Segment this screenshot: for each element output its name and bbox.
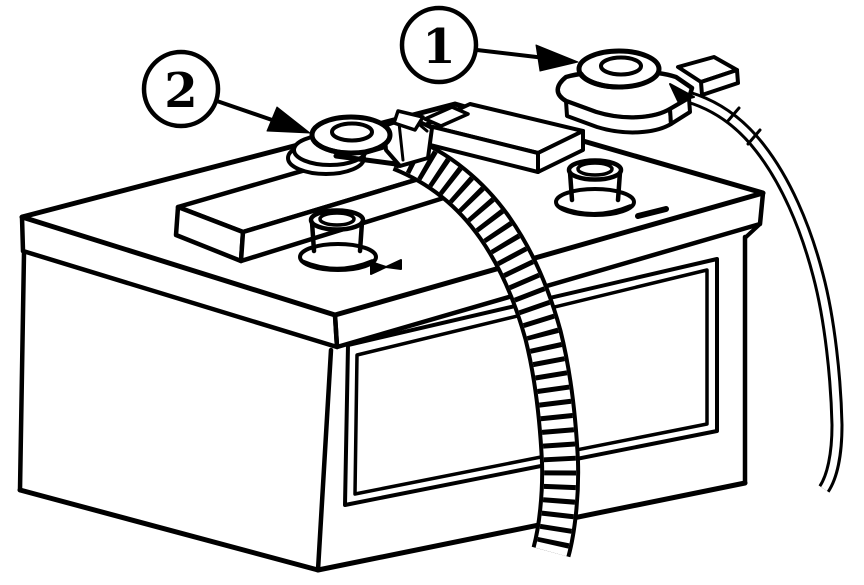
battery-near-edge xyxy=(315,347,334,573)
block-tab xyxy=(423,105,470,128)
left-post-body xyxy=(309,219,365,254)
right-post xyxy=(554,158,636,217)
hold-down-block xyxy=(423,102,585,174)
corrugated-cable xyxy=(392,133,581,558)
left-post-top-inner xyxy=(318,211,356,227)
callout-1: 1 xyxy=(399,5,579,85)
left-post xyxy=(298,208,378,272)
battery-bottom-left-edge xyxy=(17,487,321,573)
callout-2-circle xyxy=(141,49,221,129)
callout-1-arrow-line xyxy=(475,48,547,60)
terminal-1-right-wall xyxy=(668,96,692,126)
battery-rim-step xyxy=(744,222,762,239)
smooth-cable xyxy=(686,90,844,493)
callout-2-arrow-line xyxy=(212,98,277,123)
bowtie-x-mark-icon xyxy=(370,259,402,275)
callout-2: 2 xyxy=(141,49,311,134)
terminal-2-tab xyxy=(392,109,425,132)
label-recess-outer xyxy=(343,257,719,507)
callout-2-label: 2 xyxy=(164,63,197,119)
right-post-body xyxy=(567,169,623,203)
battery-left-edge xyxy=(17,250,27,493)
callout-1-label: 1 xyxy=(422,19,455,75)
terminal-2-ring-wall xyxy=(312,139,358,156)
right-post-top-inner xyxy=(576,161,614,177)
smooth-cable-sleeve-ticks xyxy=(725,106,762,146)
left-post-base-underline xyxy=(300,259,374,271)
terminal-1-crimp-wedge xyxy=(669,83,695,102)
ring-terminal-2 xyxy=(286,109,434,176)
callout-2-arrowhead-icon xyxy=(266,106,311,134)
right-post-base-underline xyxy=(558,204,632,216)
callout-1-arrowhead-icon xyxy=(535,44,579,72)
callout-1-circle xyxy=(399,5,479,85)
label-recess-inner xyxy=(353,268,709,496)
terminal-2-plate-edge xyxy=(333,153,399,167)
terminal-1-ring-hole xyxy=(599,55,643,77)
terminal-1-tab-wall xyxy=(699,68,740,97)
terminal-2-ring-hole xyxy=(330,121,374,143)
terminal-1-ring-wall xyxy=(578,71,625,90)
dash-mark-icon xyxy=(635,206,669,219)
battery-bottom-right-edge xyxy=(315,480,748,573)
smooth-cable-core xyxy=(686,93,841,491)
block-front-right xyxy=(536,129,585,174)
battery-lid-rim-right xyxy=(332,190,766,350)
corrugated-cable-ribs xyxy=(393,137,577,557)
ring-terminal-1 xyxy=(555,48,740,135)
